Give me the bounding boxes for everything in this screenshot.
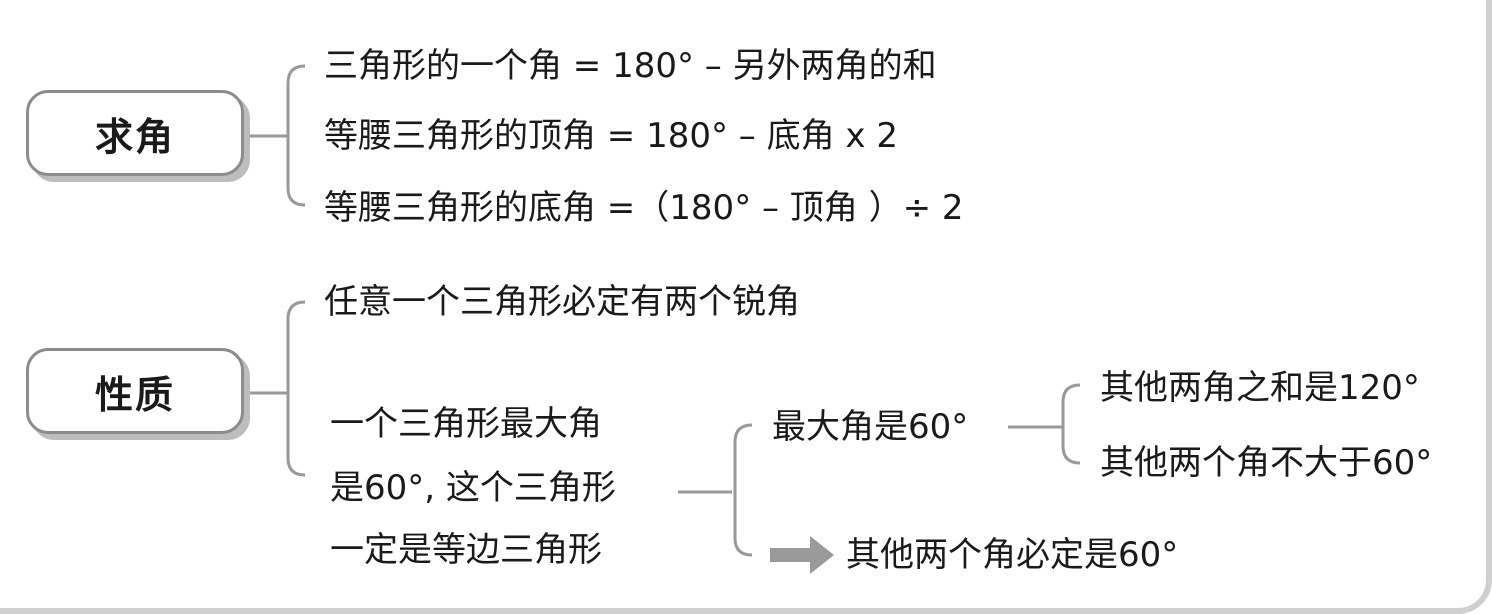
formula-item-2: 等腰三角形的顶角 = 180° – 底角 x 2: [324, 116, 898, 156]
label-box-qiujiao: 求角: [26, 90, 244, 176]
bracket-branch1: [1061, 383, 1081, 465]
branch-1-child-1: 其他两角之和是120°: [1100, 368, 1420, 408]
property-item-1: 任意一个三角形必定有两个锐角: [324, 282, 800, 322]
branch-1: 最大角是60°: [772, 407, 969, 447]
bracket-qiujiao: [286, 64, 306, 207]
formula-item-1: 三角形的一个角 = 180° – 另外两角的和: [324, 46, 937, 86]
branch-2: 其他两个角必定是60°: [846, 535, 1179, 575]
sub-line-1: 一个三角形最大角: [330, 404, 602, 444]
sub-line-2: 是60°, 这个三角形: [330, 468, 616, 508]
label-qiujiao: 求角: [94, 114, 175, 159]
branch-1-child-2: 其他两个角不大于60°: [1100, 443, 1433, 483]
label-xingzhi: 性质: [94, 372, 175, 417]
formula-item-3: 等腰三角形的底角 =（180° – 顶角 ）÷ 2: [324, 188, 964, 228]
label-box-xingzhi: 性质: [26, 348, 244, 434]
arrow-icon: [770, 536, 834, 574]
bracket-sub: [733, 423, 753, 557]
sub-line-3: 一定是等边三角形: [330, 530, 602, 570]
bracket-xingzhi: [286, 300, 306, 477]
